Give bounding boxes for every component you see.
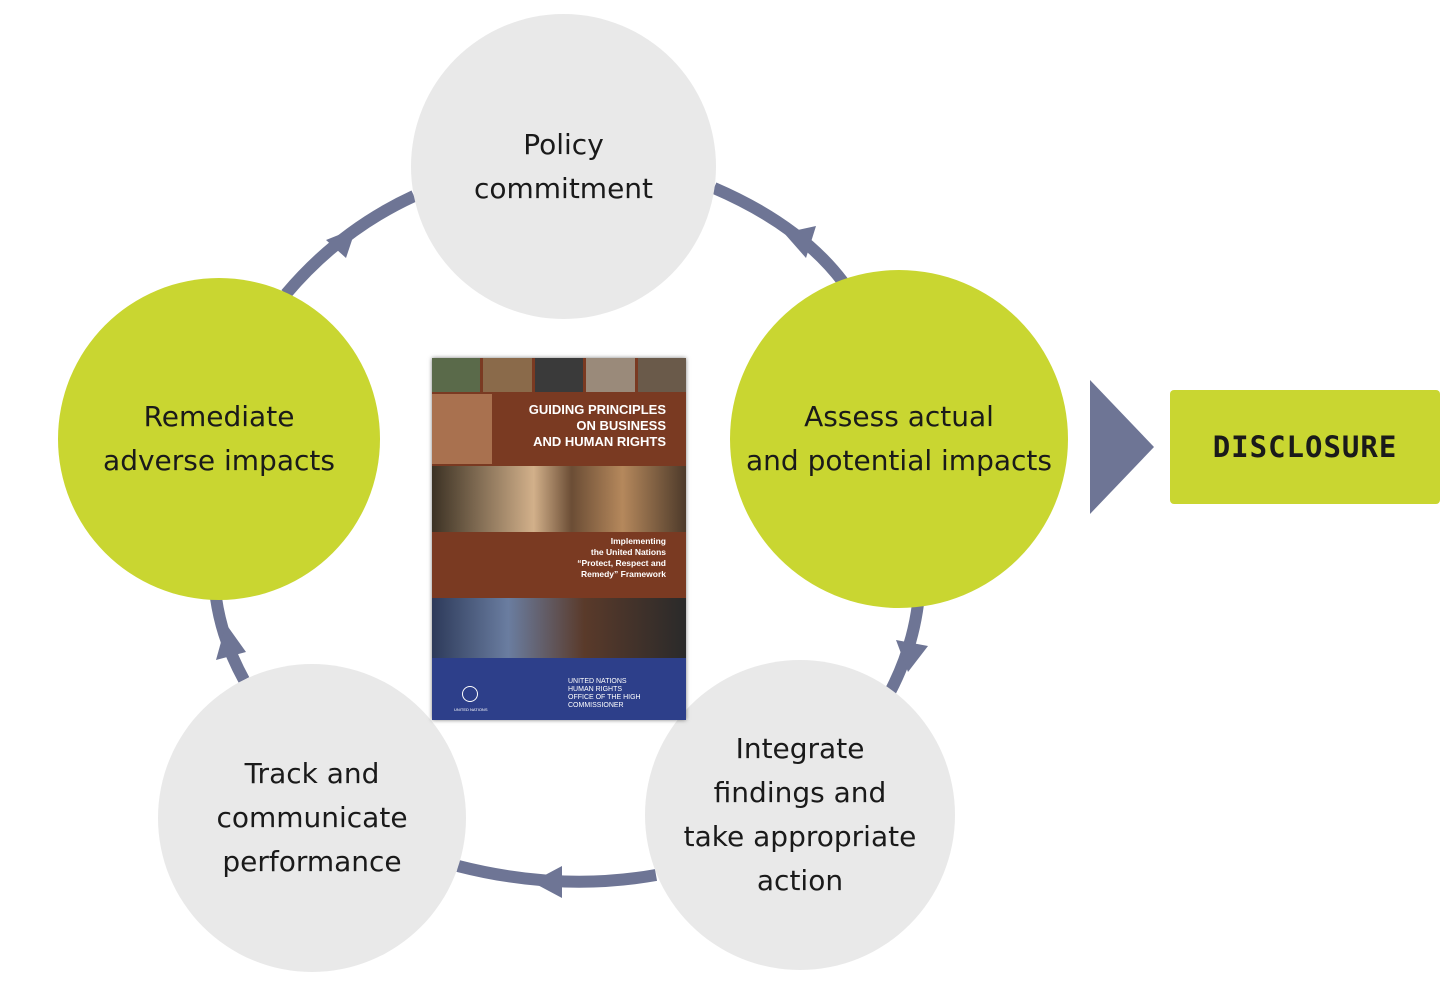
cover-title: GUIDING PRINCIPLES ON BUSINESS AND HUMAN… — [528, 402, 666, 449]
node-assess-impacts: Assess actual and potential impacts — [730, 270, 1068, 608]
cover-photo-face — [432, 394, 492, 464]
node-label: Policy commitment — [473, 127, 654, 205]
report-cover-image: GUIDING PRINCIPLES ON BUSINESS AND HUMAN… — [432, 358, 686, 720]
node-remediate-impacts: Remediate adverse impacts — [58, 278, 380, 600]
node-label: Remediate adverse impacts — [103, 400, 335, 477]
cover-photo-strip-lower — [432, 598, 686, 658]
arrowhead-track-to-remediate — [216, 624, 246, 660]
disclosure-box: DISCLOSURE — [1170, 390, 1440, 504]
cover-un-label: UNITED NATIONS — [454, 707, 488, 712]
arrowhead-policy-to-assess — [784, 226, 816, 258]
node-track-performance: Track and communicate performance — [158, 664, 466, 972]
cover-publisher: UNITED NATIONS HUMAN RIGHTS OFFICE OF TH… — [568, 678, 641, 709]
arrowhead-remediate-to-policy — [326, 228, 356, 258]
node-label: Integrate findings and take appropriate … — [683, 732, 917, 897]
node-label: Track and communicate performance — [216, 757, 408, 878]
disclosure-label: DISCLOSURE — [1212, 430, 1398, 464]
node-integrate-findings: Integrate findings and take appropriate … — [645, 660, 955, 970]
disclosure-arrow — [1090, 380, 1154, 514]
node-label: Assess actual and potential impacts — [746, 400, 1052, 477]
arrowhead-assess-to-integrate — [896, 640, 928, 672]
cover-photo-strip-top — [432, 358, 686, 392]
cover-subtitle: Implementing the United Nations “Protect… — [577, 536, 666, 579]
node-policy-commitment: Policy commitment — [411, 14, 716, 319]
un-emblem-icon — [462, 686, 478, 702]
cover-photo-strip-middle — [432, 466, 686, 532]
arrowhead-integrate-to-track — [532, 866, 562, 898]
arrow-policy-to-assess — [711, 182, 848, 286]
